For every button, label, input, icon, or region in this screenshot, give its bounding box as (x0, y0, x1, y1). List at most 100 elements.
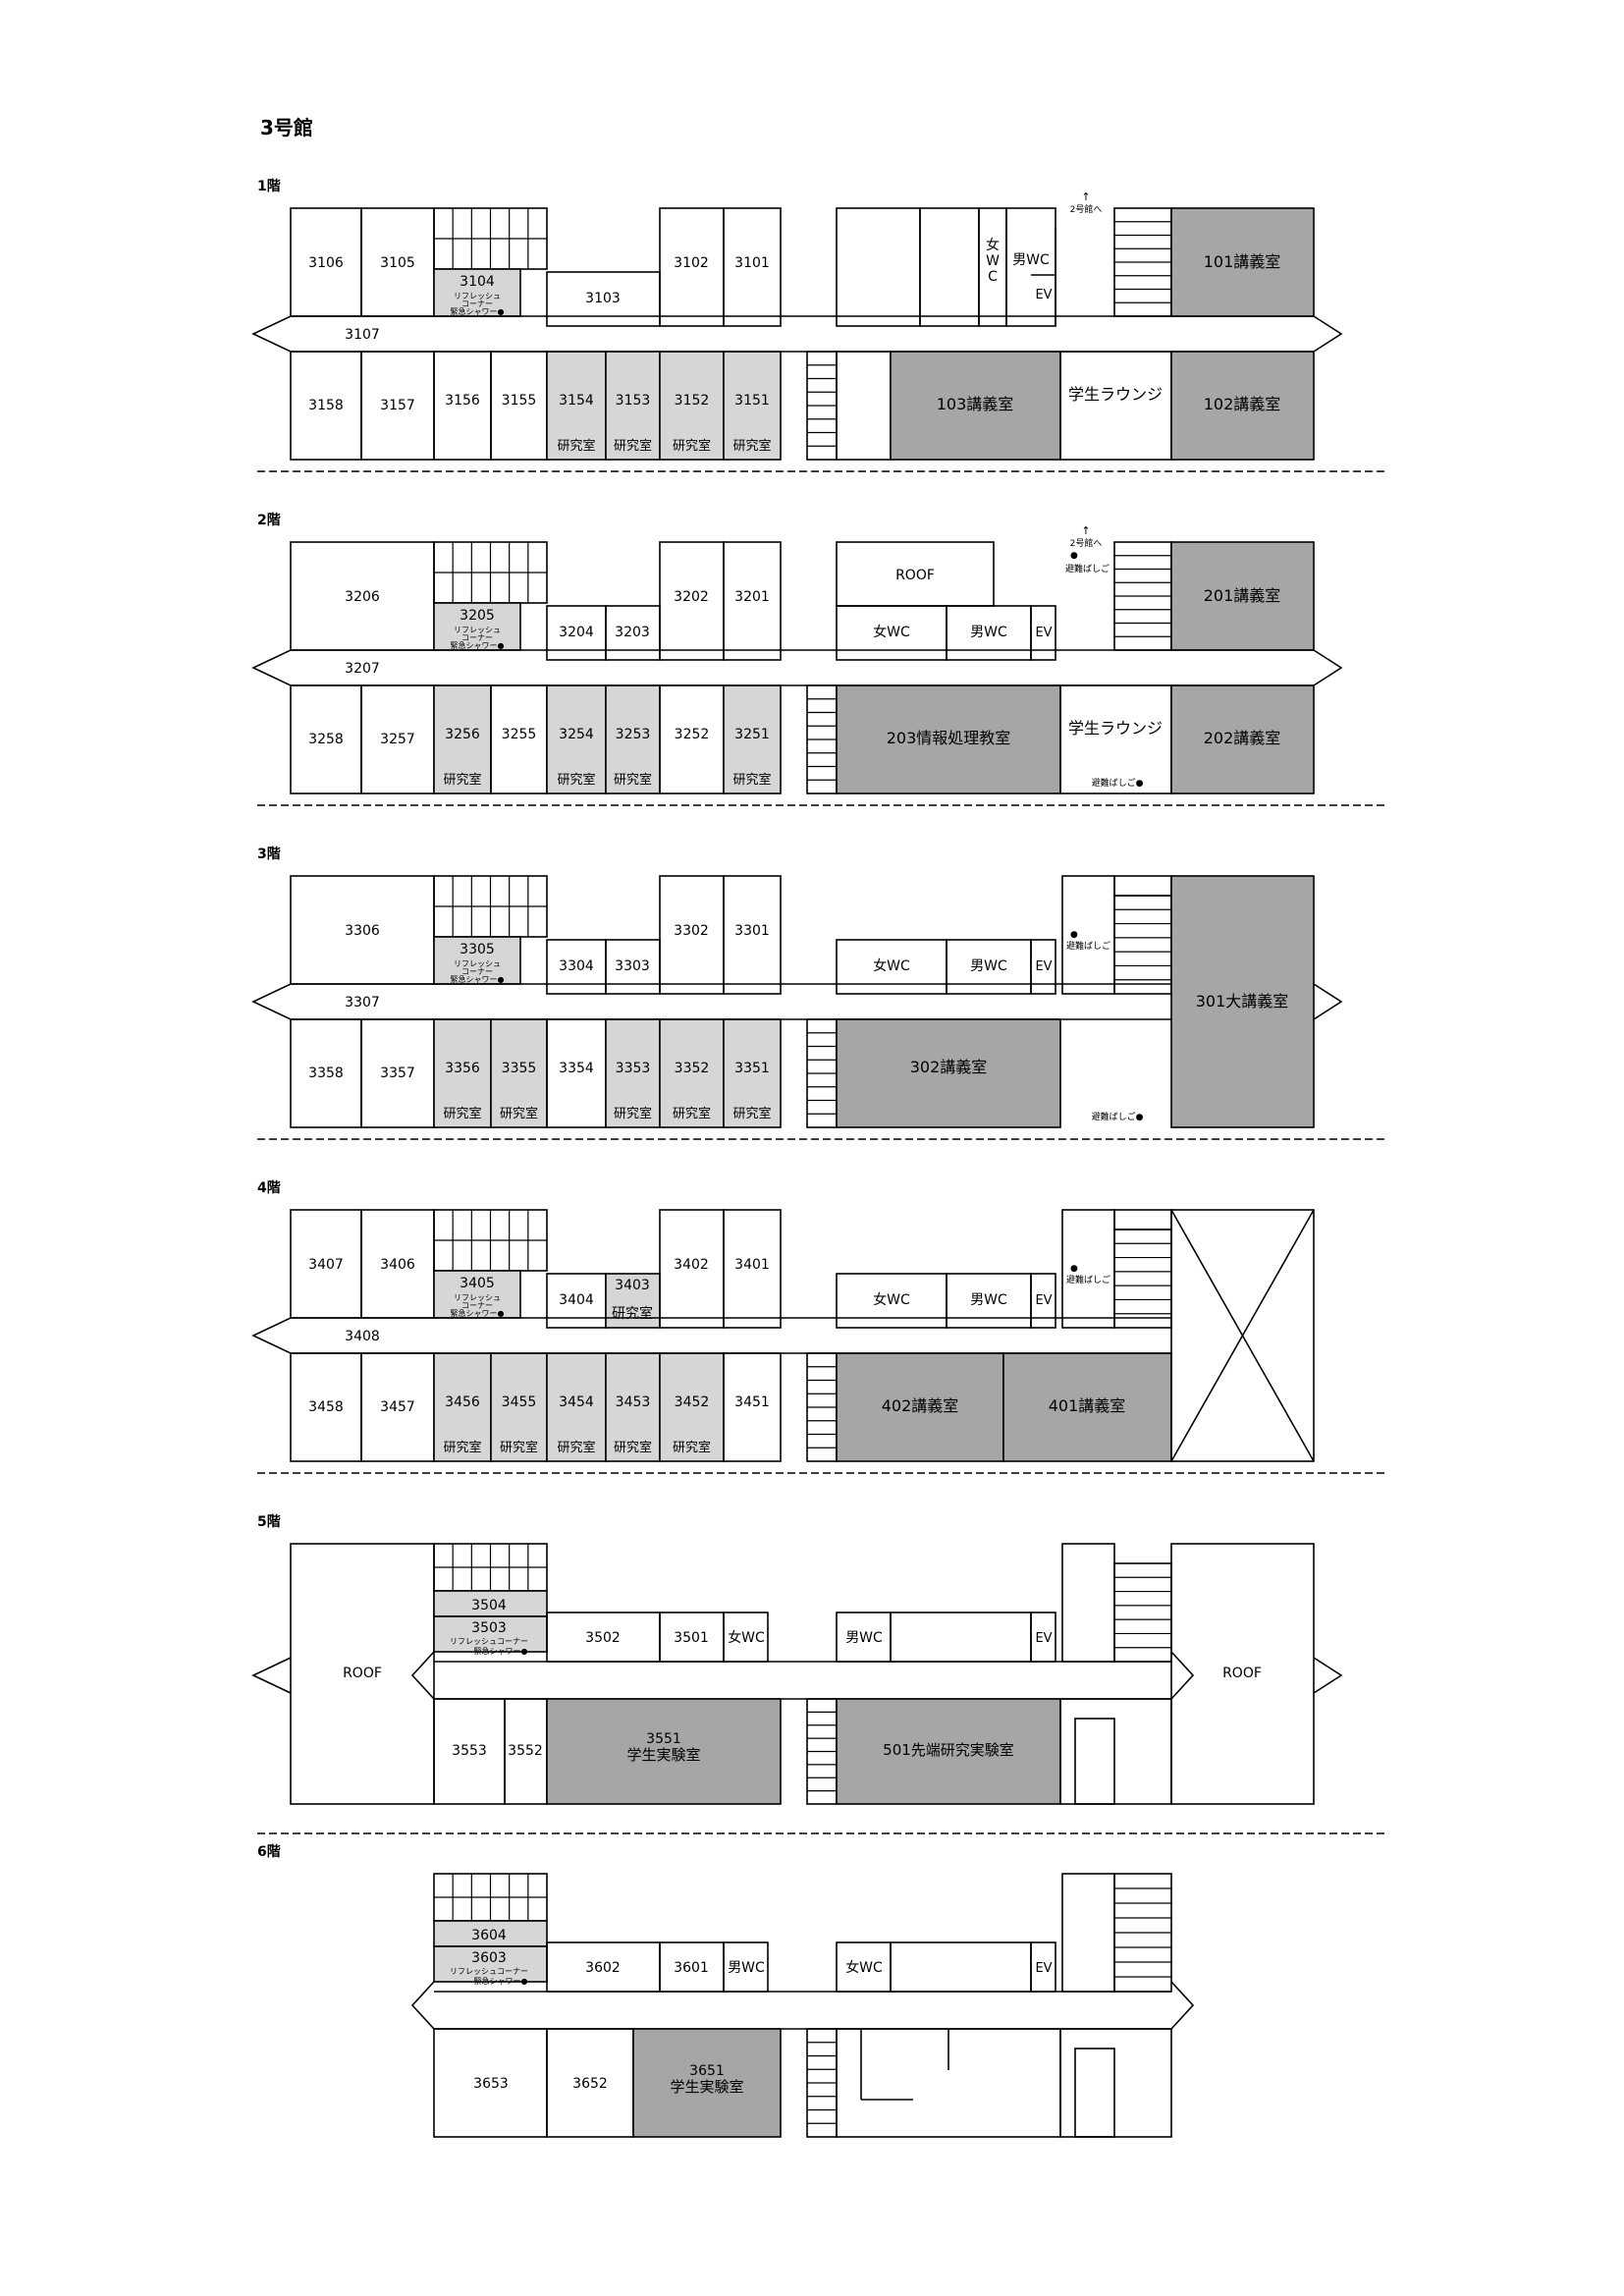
room-3503: 3503 (471, 1620, 507, 1636)
escape-area (1061, 1873, 1115, 1993)
room-label: 3356 (445, 1061, 480, 1076)
female-wc-label: 女 (986, 237, 1000, 253)
floor-label: 1階 (257, 178, 281, 194)
room-3406: 3406 (380, 1257, 415, 1273)
room-service (890, 1612, 1032, 1663)
lounge-label: 学生ラウンジ (1068, 719, 1163, 738)
void-area (1170, 1209, 1315, 1462)
lounge-label: 学生ラウンジ (1068, 385, 1163, 404)
lab-label: 研究室 (557, 1440, 595, 1455)
room-south (723, 351, 782, 461)
shower-label: 緊急シャワー● (474, 1976, 528, 1986)
elevator-label: EV (1035, 626, 1052, 640)
female-wc-label: 女WC (873, 1291, 910, 1308)
room-label: 3153 (616, 393, 651, 409)
stairwell (1113, 895, 1172, 995)
lab-label: 研究室 (732, 772, 771, 788)
lab-label: 研究室 (443, 772, 481, 788)
room-label: 3156 (445, 393, 480, 409)
male-wc-label: 男WC (728, 1960, 765, 1976)
lecture-room-label: 103講義室 (937, 395, 1014, 413)
elevator-label: EV (1035, 959, 1052, 974)
corridor-label: 3408 (345, 1329, 380, 1344)
escape-ladder-label: 避難ばしご● (1092, 777, 1144, 789)
room-3603: 3603 (471, 1950, 507, 1966)
lab-label: 学生実験室 (670, 2078, 743, 2096)
lecture-hall-301 (1170, 875, 1315, 1128)
corridor-west-end (251, 315, 434, 353)
room-south (605, 1352, 661, 1462)
room-x57: 3257 (380, 732, 415, 747)
refresh-label: コーナー (461, 1301, 493, 1310)
corridor-east-end (1171, 649, 1343, 686)
escape-ladder-icon: ● (1070, 1264, 1078, 1274)
corridor-east-end (1313, 983, 1343, 1020)
room-3603 (433, 1945, 548, 1983)
passage-label: 2号館へ (1070, 537, 1103, 549)
corridor-west-end (410, 1981, 435, 2030)
room-3504: 3504 (471, 1598, 507, 1613)
lecture-room-label: 101講義室 (1204, 252, 1281, 271)
lecture-room-102 (1170, 351, 1315, 461)
room-3604: 3604 (471, 1928, 507, 1943)
room-label: 3151 (734, 393, 770, 409)
wc-label: C (988, 269, 998, 285)
room-x06: 3206 (345, 589, 380, 605)
room-x57: 3457 (380, 1399, 415, 1415)
room-label: 3154 (559, 393, 594, 409)
room-label: 3455 (502, 1394, 537, 1410)
room-x01 (723, 541, 782, 661)
stair-top (1113, 875, 1172, 897)
elevator-label: EV (1035, 1293, 1052, 1308)
room-label: 3351 (734, 1061, 770, 1076)
room-3651: 3651 (689, 2063, 725, 2079)
escape-ladder-label: 避難ばしご (1066, 940, 1110, 952)
lab-label: 研究室 (673, 1106, 711, 1121)
room-3103: 3103 (585, 291, 621, 306)
lecture-room-203 (836, 684, 1061, 794)
room-label: 3152 (675, 393, 710, 409)
room-label: 3252 (675, 727, 710, 742)
lecture-room-label: 201講義室 (1204, 586, 1281, 605)
room-x57: 3357 (380, 1066, 415, 1081)
room-x58: 3158 (308, 398, 344, 413)
room-service (836, 207, 921, 327)
room-label: 3451 (734, 1394, 770, 1410)
room-south (723, 684, 782, 794)
room-south (433, 684, 492, 794)
roof-label: ROOF (343, 1666, 382, 1681)
room-label: 3253 (616, 727, 651, 742)
refresh-room-number: 3405 (460, 1276, 495, 1291)
room-x58: 3258 (308, 732, 344, 747)
room-x04: 3204 (559, 625, 594, 640)
room-label: 3251 (734, 727, 770, 742)
room-3604 (433, 1920, 548, 1947)
refresh-label: リフレッシュコーナー (450, 1637, 528, 1646)
room-3503 (433, 1615, 548, 1653)
room-label: 3456 (445, 1394, 480, 1410)
room-x06: 3306 (345, 923, 380, 939)
room-service (1059, 2028, 1172, 2138)
lecture-room-402 (836, 1352, 1004, 1462)
lecture-room-label: 202講義室 (1204, 729, 1281, 747)
lab-label: 研究室 (500, 1106, 538, 1121)
room-label: 3453 (616, 1394, 651, 1410)
lab-label: 研究室 (614, 438, 652, 454)
corridor-label: 3107 (345, 327, 380, 343)
room-x03: 3303 (615, 958, 650, 974)
room-3552: 3552 (508, 1743, 543, 1759)
refresh-label: リフレッシュ (454, 959, 501, 968)
room-south (546, 351, 607, 461)
refresh-room-number: 3104 (460, 274, 495, 290)
room-label: 3353 (616, 1061, 651, 1076)
room-x01 (723, 875, 782, 995)
room-south (605, 1018, 661, 1128)
room-label: 3256 (445, 727, 480, 742)
lab-label: 研究室 (612, 1305, 653, 1322)
elevator-label: EV (1035, 1631, 1052, 1646)
shower-label: 緊急シャワー● (451, 306, 505, 316)
male-wc-label: 男WC (970, 1292, 1007, 1308)
